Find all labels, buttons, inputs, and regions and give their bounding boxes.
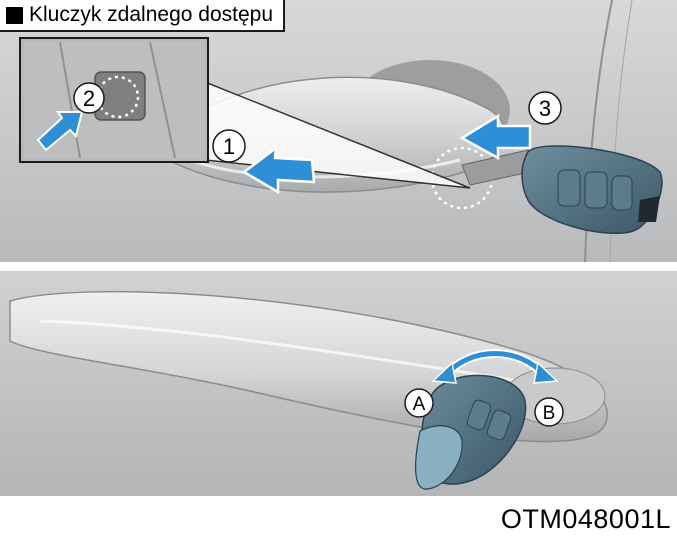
- step-label-3: 3: [528, 91, 562, 125]
- position-label-b: B: [534, 397, 564, 427]
- title-bullet: [6, 6, 23, 24]
- position-labels: A B: [404, 388, 564, 427]
- figure-code: OTM048001L: [500, 504, 671, 534]
- title-box: Kluczyk zdalnego dostępu: [0, 0, 285, 32]
- svg-text:B: B: [543, 403, 556, 424]
- svg-text:3: 3: [539, 96, 551, 121]
- door-handle-illustration: [0, 0, 677, 262]
- bottom-illustration-panel: A B: [0, 271, 677, 496]
- svg-text:2: 2: [83, 86, 95, 111]
- svg-text:1: 1: [223, 134, 235, 159]
- top-illustration-panel: Kluczyk zdalnego dostępu 1 2 3: [0, 0, 677, 262]
- svg-text:A: A: [413, 394, 426, 415]
- step-labels: 1 2 3: [73, 82, 562, 163]
- key-rotation-illustration: [0, 271, 677, 496]
- step-label-2: 2: [73, 82, 105, 114]
- title-text: Kluczyk zdalnego dostępu: [29, 3, 273, 26]
- step-label-1: 1: [212, 129, 246, 163]
- position-label-a: A: [404, 388, 434, 418]
